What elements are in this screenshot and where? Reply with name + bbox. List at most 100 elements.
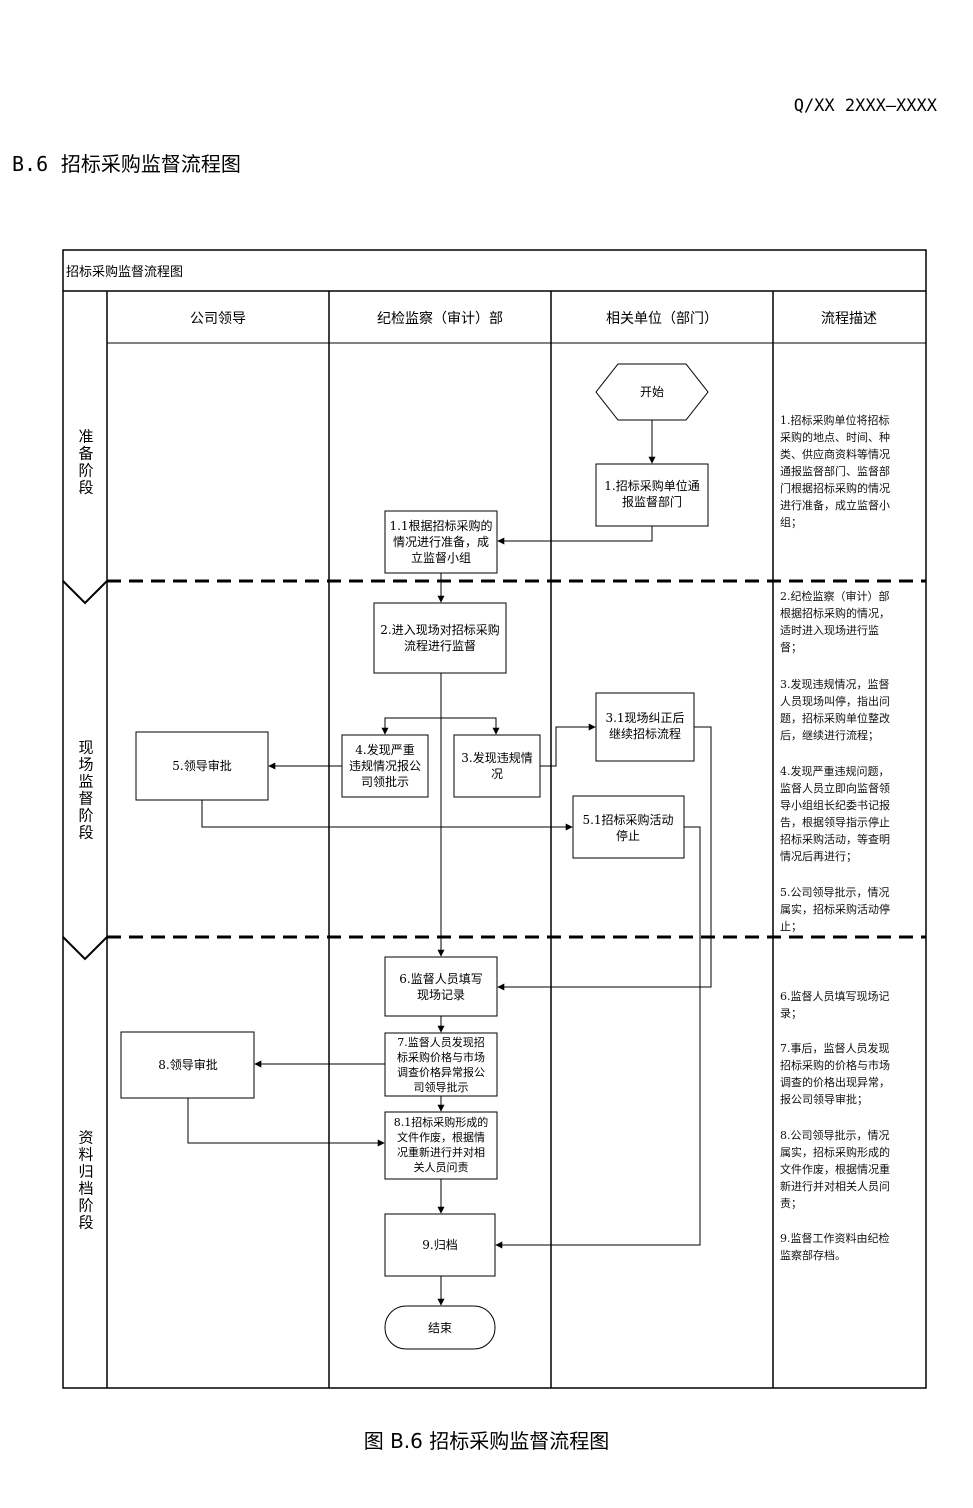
n7-line: 司领导批示 <box>414 1080 469 1094</box>
description-line: 告，根据领导指示停止 <box>780 816 890 829</box>
lane-header-leader: 公司领导 <box>190 311 246 327</box>
description-line: 督； <box>780 641 802 654</box>
description-line: 4.发现严重违规问题， <box>780 765 890 778</box>
node-9 <box>384 1213 496 1277</box>
stage0-char: 备 <box>78 445 93 463</box>
description-line: 招标采购的价格与市场 <box>780 1059 890 1072</box>
section-heading: B.6 招标采购监督流程图 <box>12 148 241 177</box>
node-3-1 <box>595 692 695 762</box>
node-3-label: 3.发现违规情况 <box>461 750 532 781</box>
description-5: 5.公司领导批示，情况属实，招标采购活动停止； <box>780 884 920 935</box>
diagram-title: 招标采购监督流程图 <box>66 264 183 280</box>
description-line: 进行准备，成立监督小 <box>780 499 890 512</box>
n7-line: 7.监督人员发现招 <box>397 1035 485 1049</box>
description-line: 9.监督工作资料由纪检 <box>780 1232 890 1245</box>
node-8-1 <box>384 1111 498 1180</box>
node-3 <box>453 734 541 798</box>
n5_1-line: 5.1招标采购活动 <box>582 812 673 827</box>
stage1-char: 阶 <box>78 807 93 825</box>
stage0-char: 阶 <box>78 462 93 480</box>
n4-line: 司领批示 <box>361 774 409 789</box>
stage2-char: 归 <box>78 1163 93 1181</box>
n3_1-line: 3.1现场纠正后 <box>605 711 684 725</box>
end-node <box>384 1305 496 1350</box>
stage1-char: 现 <box>78 739 93 757</box>
n8_1-line: 文件作废，根据情 <box>397 1130 485 1144</box>
description-line: 7.事后，监督人员发现 <box>780 1042 890 1055</box>
description-line: 根据招标采购的情况， <box>780 607 890 620</box>
node-8 <box>120 1031 255 1099</box>
description-line: 报公司领导审批； <box>780 1093 868 1106</box>
description-8: 8.公司领导批示，情况属实，招标采购形成的文件作废，根据情况重新进行并对相关人员… <box>780 1127 920 1212</box>
node-5 <box>135 731 269 801</box>
figure-caption: 图 B.6 招标采购监督流程图 <box>363 1429 610 1453</box>
node-5-label: 5.领导审批 <box>172 758 231 773</box>
node-1-1 <box>384 510 498 574</box>
node-9-label: 9.归档 <box>422 1238 457 1252</box>
stage1-char: 段 <box>78 824 93 842</box>
n8_1-line: 关人员问责 <box>414 1160 469 1174</box>
n6-line: 现场记录 <box>417 988 465 1002</box>
description-7: 7.事后，监督人员发现招标采购的价格与市场调查的价格出现异常，报公司领导审批； <box>780 1040 920 1108</box>
description-line: 门根据招标采购的情况 <box>780 482 890 495</box>
description-line: 招标采购活动，等查明 <box>780 833 890 846</box>
description-4: 4.发现严重违规问题，监督人员立即向监督领导小组组长纪委书记报告，根据领导指示停… <box>780 763 920 865</box>
section-number: B.6 <box>12 152 49 176</box>
description-line: 属实，招标采购活动停 <box>780 903 890 916</box>
stage2-char: 阶 <box>78 1197 93 1215</box>
description-line: 类、供应商资料等情况 <box>780 448 890 461</box>
n2-line: 2.进入现场对招标采购 <box>380 622 499 637</box>
document-number: Q/XX 2XXX—XXXX <box>793 96 937 116</box>
n3_1-line: 继续招标流程 <box>609 726 681 741</box>
description-3: 3.发现违规情况，监督人员现场叫停，指出问题，招标采购单位整改后，继续进行流程； <box>780 676 920 744</box>
n7-line: 标采购价格与市场 <box>397 1050 485 1064</box>
n7-line: 调查价格异常报公 <box>397 1065 485 1079</box>
stage0-char: 准 <box>78 428 93 446</box>
node-5-1 <box>572 795 685 859</box>
n1_1-line: 1.1根据招标采购的 <box>389 518 492 533</box>
description-line: 情况后再进行； <box>780 850 857 863</box>
n3-line: 3.发现违规情 <box>461 750 532 765</box>
connectors <box>187 420 712 1306</box>
description-line: 止； <box>780 920 802 933</box>
n5_1-line: 停止 <box>616 828 640 843</box>
n3-line: 况 <box>491 767 503 781</box>
node-4 <box>341 734 429 798</box>
description-line: 组； <box>780 516 802 529</box>
description-line: 后，继续进行流程； <box>780 729 879 742</box>
diagram-frame <box>62 249 927 1389</box>
n2-line: 流程进行监督 <box>404 638 476 653</box>
description-9: 9.监督工作资料由纪检监察部存档。 <box>780 1230 920 1264</box>
n4-line: 违规情况报公 <box>349 758 421 773</box>
description-line: 2.纪检监察（审计）部 <box>780 590 890 603</box>
stage1-char: 督 <box>78 790 93 808</box>
description-line: 8.公司领导批示，情况 <box>780 1129 890 1142</box>
node-2 <box>373 602 507 674</box>
stage0-char: 段 <box>78 479 93 497</box>
end-label: 结束 <box>428 1321 452 1335</box>
description-line: 1.招标采购单位将招标 <box>780 414 890 427</box>
description-line: 适时进入现场进行监 <box>780 624 879 637</box>
n8_1-line: 况重新进行并对相 <box>397 1145 485 1159</box>
description-line: 人员现场叫停，指出问 <box>780 695 890 708</box>
stage1-char: 场 <box>78 756 93 774</box>
stage2-char: 料 <box>78 1146 93 1164</box>
node-8-label: 8.领导审批 <box>158 1057 217 1072</box>
description-line: 3.发现违规情况，监督 <box>780 678 890 691</box>
n1-line: 报监督部门 <box>622 494 682 509</box>
n8_1-line: 8.1招标采购形成的 <box>394 1115 489 1129</box>
section-title: 招标采购监督流程图 <box>60 152 241 176</box>
description-6: 6.监督人员填写现场记录； <box>780 988 920 1022</box>
lane-header-units: 相关单位（部门） <box>606 311 718 327</box>
description-2: 2.纪检监察（审计）部根据招标采购的情况， 适时进入现场进行监督； <box>780 588 920 656</box>
description-line: 监察部存档。 <box>780 1249 846 1262</box>
